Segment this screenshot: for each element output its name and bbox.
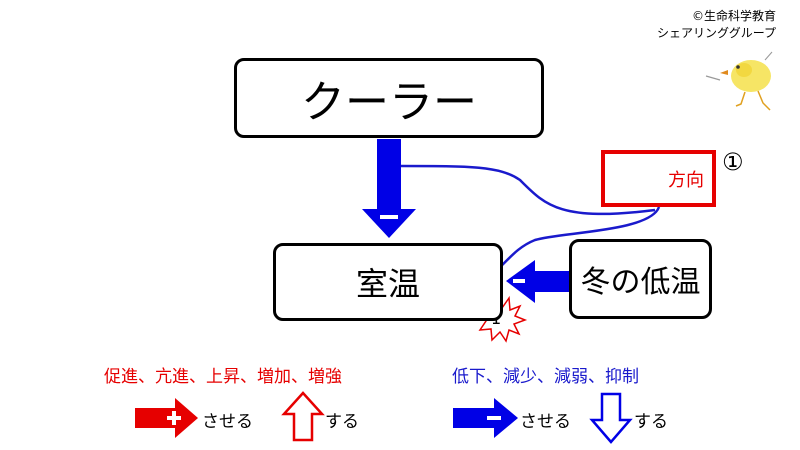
cooler-label: クーラー xyxy=(301,77,477,128)
legend-blue-down-arrow-icon xyxy=(589,392,633,444)
legend-blue-do-label: する xyxy=(634,412,668,432)
legend-blue-cause-arrow xyxy=(453,398,518,438)
legend-red-cause-arrow xyxy=(135,398,198,438)
direction-label: 方向 xyxy=(668,169,704,191)
chick-mascot-icon xyxy=(705,51,773,111)
cooler-direction-curve xyxy=(400,164,656,216)
copyright-notice: ©生命科学教育 シェアリンググループ xyxy=(657,8,776,42)
legend-promote-words: 促進、亢進、上昇、増加、増強 xyxy=(104,367,342,387)
winter-low-temperature-label: 冬の低温 xyxy=(580,265,701,300)
copyright-line1: ©生命科学教育 xyxy=(691,9,776,23)
cooler-box: クーラー xyxy=(234,58,544,138)
legend-red-cause-label: させる xyxy=(202,412,253,432)
room-temperature-box: 室温 xyxy=(273,243,503,321)
legend-blue-cause-label: させる xyxy=(520,412,571,432)
legend-red-do-label: する xyxy=(325,412,359,432)
legend-suppress-words: 低下、減少、減弱、抑制 xyxy=(452,367,639,387)
direction-box: 方向 xyxy=(601,150,716,207)
cooler-arrow-minus-icon xyxy=(380,215,398,219)
direction-number: ① xyxy=(722,148,744,176)
legend-red-up-arrow-icon xyxy=(281,391,325,442)
winter-arrow-minus-icon xyxy=(513,279,525,283)
copyright-line2: シェアリンググループ xyxy=(656,26,776,40)
winter-low-temperature-box: 冬の低温 xyxy=(569,239,712,319)
room-temperature-label: 室温 xyxy=(355,265,420,303)
cooler-to-room-arrow xyxy=(362,139,416,238)
